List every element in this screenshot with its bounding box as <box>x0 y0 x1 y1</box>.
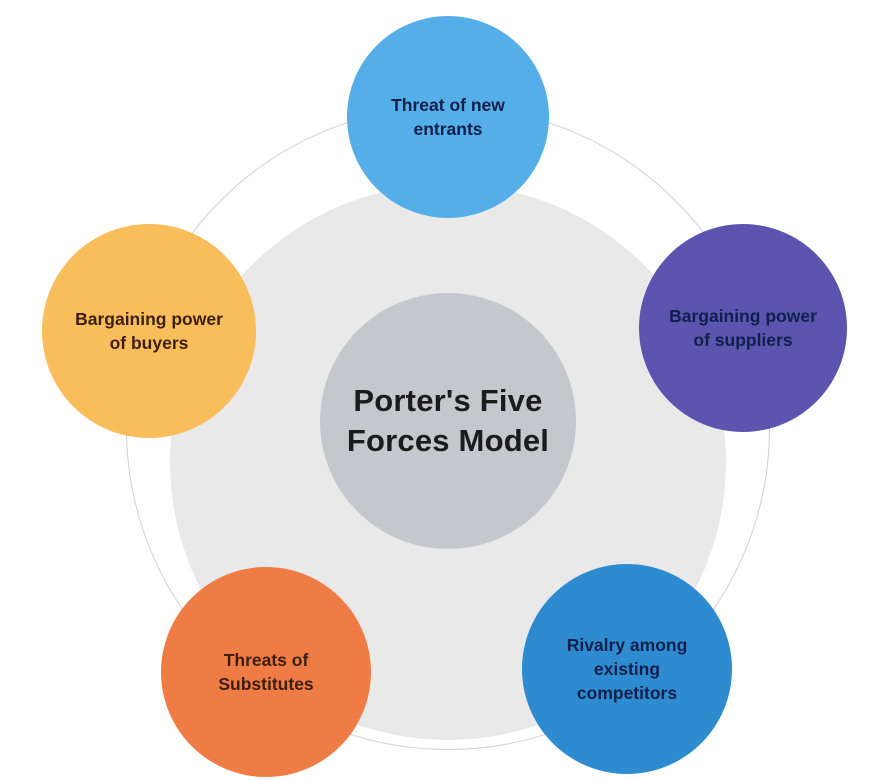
center-title: Porter's Five Forces Model <box>346 383 550 458</box>
force-label-rivalry-among-existing-competitors: Rivalry among existing competitors <box>566 634 688 704</box>
force-circle-bargaining-power-of-buyers[interactable]: Bargaining power of buyers <box>42 224 256 438</box>
force-label-bargaining-power-of-suppliers: Bargaining power of suppliers <box>669 305 817 350</box>
center-core-circle[interactable]: Porter's Five Forces Model <box>320 293 576 549</box>
force-circle-threats-of-substitutes[interactable]: Threats of Substitutes <box>161 567 371 777</box>
force-label-threats-of-substitutes: Threats of Substitutes <box>218 649 314 694</box>
force-circle-threat-of-new-entrants[interactable]: Threat of new entrants <box>347 16 549 218</box>
force-circle-bargaining-power-of-suppliers[interactable]: Bargaining power of suppliers <box>639 224 847 432</box>
force-label-bargaining-power-of-buyers: Bargaining power of buyers <box>75 308 223 353</box>
force-circle-rivalry-among-existing-competitors[interactable]: Rivalry among existing competitors <box>522 564 732 774</box>
force-label-threat-of-new-entrants: Threat of new entrants <box>391 94 505 139</box>
